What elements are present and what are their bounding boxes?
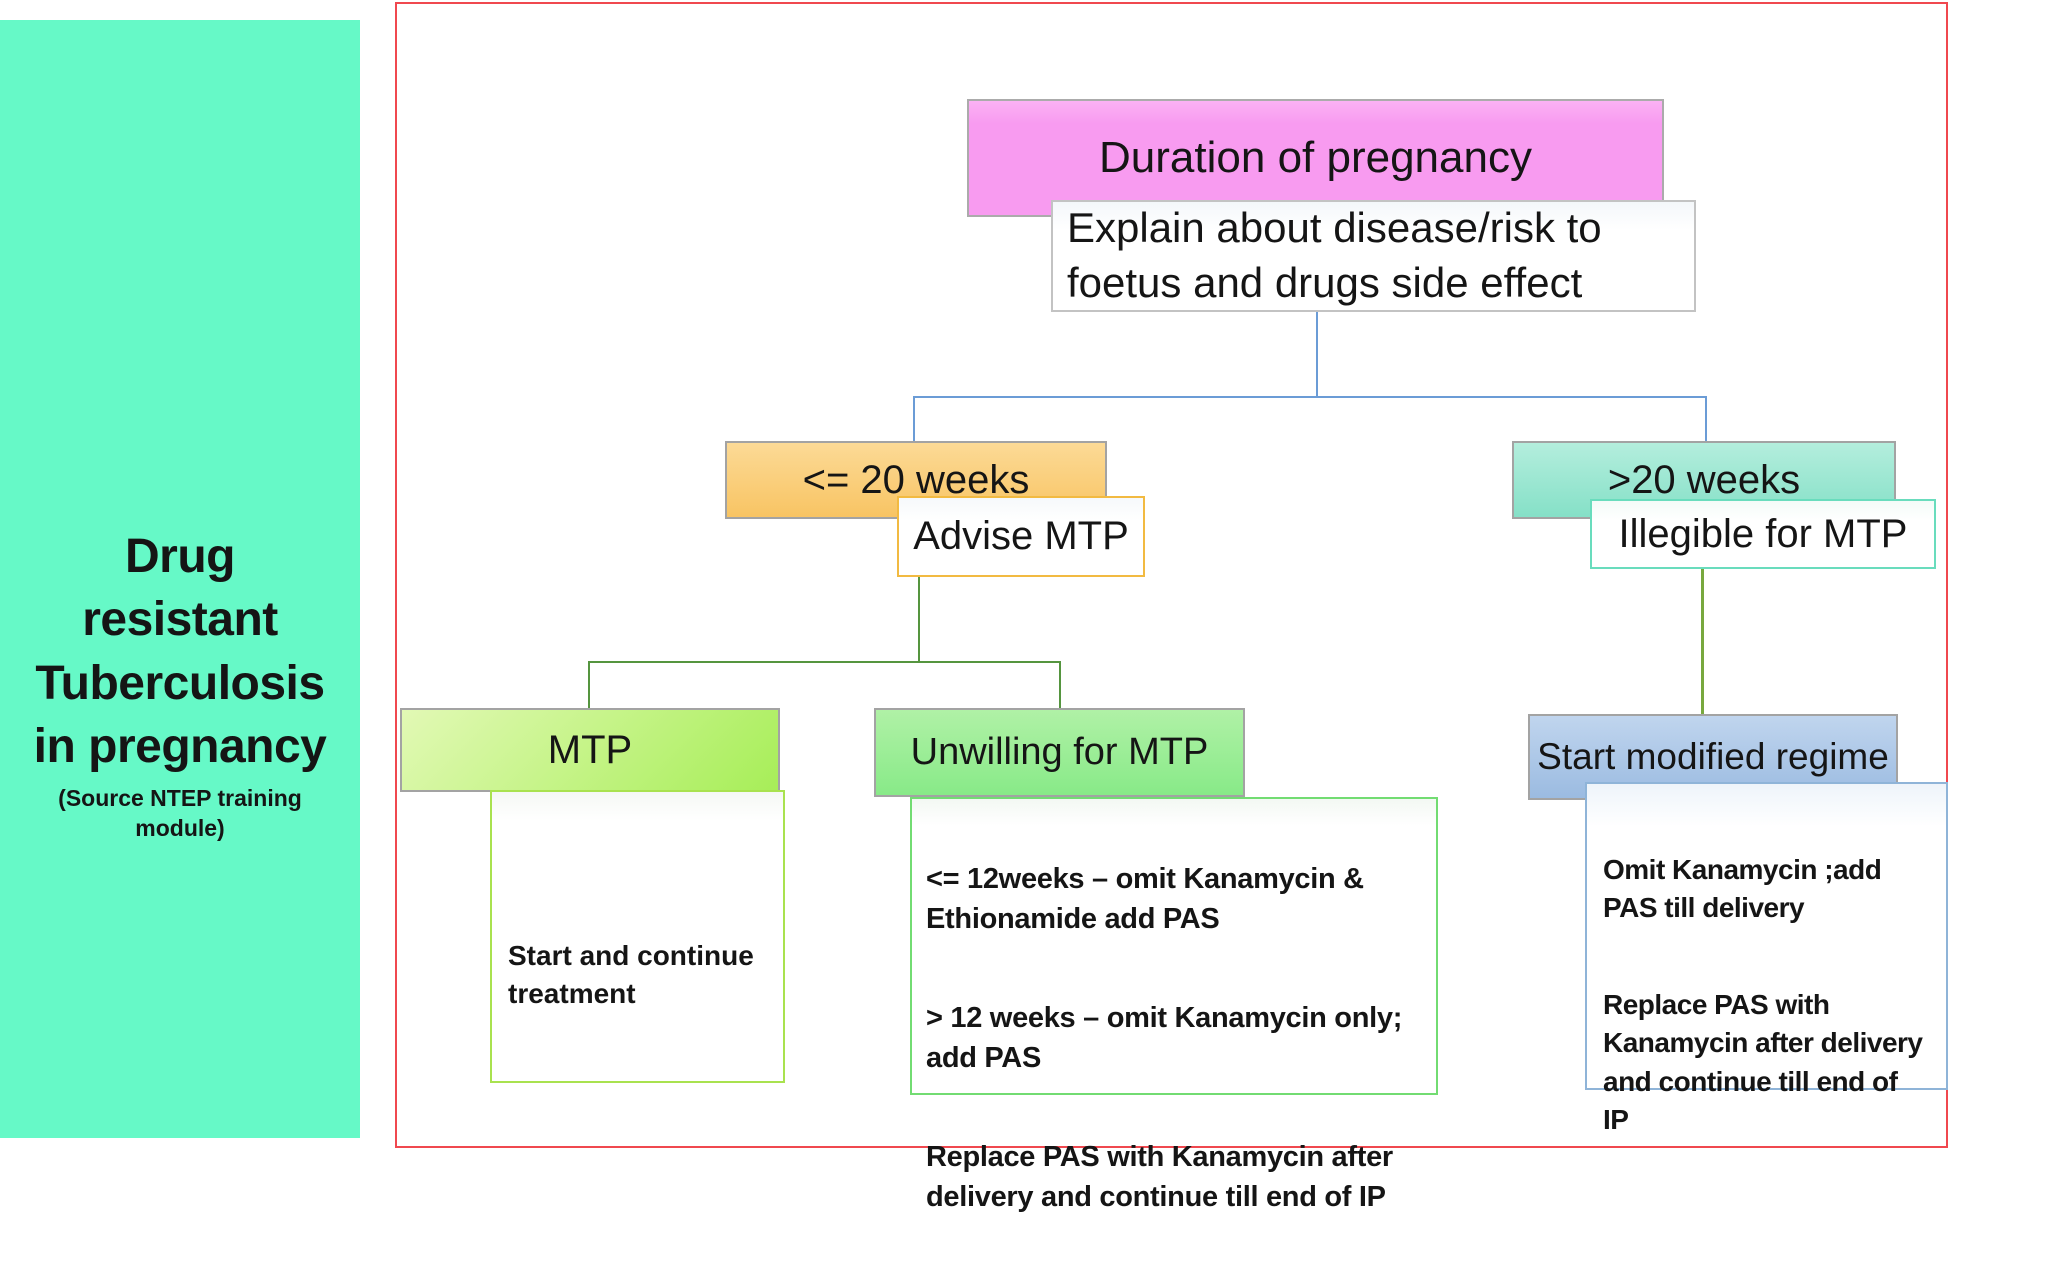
node-label: >20 weeks	[1607, 457, 1801, 502]
source-note: (Source NTEP training module)	[58, 785, 302, 842]
node-label: MTP	[547, 727, 633, 772]
node-label: Unwilling for MTP	[910, 731, 1209, 773]
note-text: Start and continue treatment	[508, 939, 754, 1010]
note-unwilling-details: <= 12weeks – omit Kanamycin & Ethionamid…	[910, 797, 1438, 1213]
note-text: <= 12weeks – omit Kanamycin & Ethionamid…	[926, 863, 1364, 936]
note-start-continue-treatment: Start and continue treatment	[490, 790, 785, 1083]
sidebar-panel: Drug resistant Tuberculosis in pregnancy…	[0, 20, 360, 1138]
note-text: Replace PAS with Kanamycin after deliver…	[926, 1141, 1393, 1214]
note-modified-regime-details: Omit Kanamycin ;add PAS till delivery Re…	[1585, 782, 1948, 1135]
connector-root-down	[1316, 312, 1318, 397]
connector-advise-down	[918, 577, 920, 663]
node-advise-mtp: Advise MTP	[897, 496, 1145, 577]
node-label: Illegible for MTP	[1618, 511, 1908, 556]
note-text: Replace PAS with Kanamycin after deliver…	[1603, 988, 1923, 1136]
node-label: Start modified regime	[1537, 736, 1889, 777]
node-label: Advise MTP	[913, 514, 1129, 558]
note-text: Omit Kanamycin ;add PAS till delivery	[1603, 853, 1882, 924]
sidebar-text-block: Drug resistant Tuberculosis in pregnancy…	[0, 525, 360, 844]
connector-right-drop	[1705, 396, 1707, 443]
connector-regime-drop	[1701, 569, 1704, 716]
node-label: Explain about disease/risk to foetus and…	[1067, 204, 1602, 306]
node-unwilling-for-mtp: Unwilling for MTP	[874, 708, 1245, 797]
connector-mtp-drop	[588, 661, 590, 710]
node-label: Duration of pregnancy	[1099, 133, 1532, 182]
connector-unwilling-drop	[1059, 661, 1061, 710]
connector-left-drop	[913, 396, 915, 443]
node-illegible-for-mtp: Illegible for MTP	[1590, 499, 1936, 569]
note-text: > 12 weeks – omit Kanamycin only; add PA…	[926, 1002, 1403, 1075]
node-duration-of-pregnancy: Duration of pregnancy	[967, 99, 1664, 217]
connector-mtp-horizontal	[588, 661, 1061, 663]
node-mtp: MTP	[400, 708, 780, 792]
node-explain-note: Explain about disease/risk to foetus and…	[1051, 200, 1696, 312]
node-label: <= 20 weeks	[802, 457, 1030, 502]
connector-branch-horizontal	[913, 396, 1707, 398]
page-title: Drug resistant Tuberculosis in pregnancy	[33, 530, 327, 774]
